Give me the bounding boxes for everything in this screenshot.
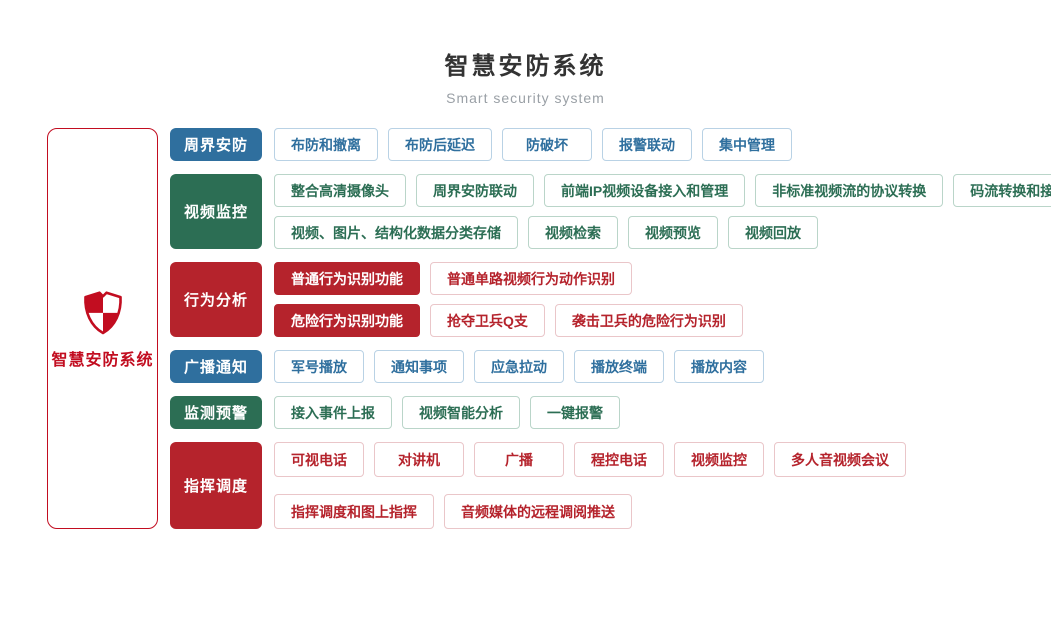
chip-row: 视频、图片、结构化数据分类存储视频检索视频预览视频回放 — [274, 216, 1051, 249]
feature-chip: 危险行为识别功能 — [274, 304, 420, 337]
feature-chip: 防破坏 — [502, 128, 592, 161]
category-label-monitoring-warning: 监测预警 — [170, 396, 262, 429]
chip-rows-command-dispatch: 可视电话对讲机广播程控电话视频监控多人音视频会议指挥调度和图上指挥音频媒体的远程… — [274, 442, 906, 529]
feature-chip: 周界安防联动 — [416, 174, 534, 207]
chip-row: 军号播放通知事项应急拉动播放终端播放内容 — [274, 350, 764, 383]
feature-chip: 非标准视频流的协议转换 — [755, 174, 944, 207]
chip-rows-broadcast-notification: 军号播放通知事项应急拉动播放终端播放内容 — [274, 350, 764, 383]
feature-chip: 视频检索 — [528, 216, 618, 249]
category-list: 周界安防布防和撤离布防后延迟防破坏报警联动集中管理视频监控整合高清摄像头周界安防… — [170, 128, 1051, 529]
feature-chip: 集中管理 — [702, 128, 792, 161]
feature-chip: 视频、图片、结构化数据分类存储 — [274, 216, 518, 249]
category-label-perimeter-security: 周界安防 — [170, 128, 262, 161]
feature-chip: 袭击卫兵的危险行为识别 — [554, 304, 743, 337]
feature-chip: 视频预览 — [628, 216, 718, 249]
feature-chip: 视频监控 — [674, 442, 764, 477]
chip-row: 布防和撤离布防后延迟防破坏报警联动集中管理 — [274, 128, 792, 161]
chip-row: 接入事件上报视频智能分析一键报警 — [274, 396, 620, 429]
page-header: 智慧安防系统 Smart security system — [0, 0, 1051, 106]
feature-chip: 普通单路视频行为动作识别 — [430, 262, 632, 295]
feature-chip: 多人音视频会议 — [774, 442, 906, 477]
chip-row: 危险行为识别功能抢夺卫兵Q支袭击卫兵的危险行为识别 — [274, 304, 743, 337]
feature-chip: 一键报警 — [530, 396, 620, 429]
category-row-behavior-analysis: 行为分析普通行为识别功能普通单路视频行为动作识别危险行为识别功能抢夺卫兵Q支袭击… — [170, 262, 1051, 337]
feature-chip: 程控电话 — [574, 442, 664, 477]
feature-chip: 前端IP视频设备接入和管理 — [544, 174, 746, 207]
category-label-command-dispatch: 指挥调度 — [170, 442, 262, 529]
category-label-behavior-analysis: 行为分析 — [170, 262, 262, 337]
chip-row: 可视电话对讲机广播程控电话视频监控多人音视频会议 — [274, 442, 906, 477]
feature-chip: 视频回放 — [728, 216, 818, 249]
chip-rows-perimeter-security: 布防和撤离布防后延迟防破坏报警联动集中管理 — [274, 128, 792, 161]
feature-chip: 广播 — [474, 442, 564, 477]
feature-chip: 音频媒体的远程调阅推送 — [444, 494, 632, 529]
chip-row: 整合高清摄像头周界安防联动前端IP视频设备接入和管理非标准视频流的协议转换码流转… — [274, 174, 1051, 207]
feature-chip: 报警联动 — [602, 128, 692, 161]
page-title: 智慧安防系统 — [444, 53, 607, 80]
feature-chip: 可视电话 — [274, 442, 364, 477]
feature-chip: 通知事项 — [374, 350, 464, 383]
category-row-perimeter-security: 周界安防布防和撤离布防后延迟防破坏报警联动集中管理 — [170, 128, 1051, 161]
feature-chip: 整合高清摄像头 — [274, 174, 406, 207]
chip-row: 指挥调度和图上指挥音频媒体的远程调阅推送 — [274, 494, 906, 529]
feature-chip: 接入事件上报 — [274, 396, 392, 429]
feature-chip: 对讲机 — [374, 442, 464, 477]
feature-chip: 布防后延迟 — [388, 128, 492, 161]
feature-chip: 布防和撤离 — [274, 128, 378, 161]
chip-row: 普通行为识别功能普通单路视频行为动作识别 — [274, 262, 743, 295]
category-row-command-dispatch: 指挥调度可视电话对讲机广播程控电话视频监控多人音视频会议指挥调度和图上指挥音频媒… — [170, 442, 1051, 529]
category-row-video-surveillance: 视频监控整合高清摄像头周界安防联动前端IP视频设备接入和管理非标准视频流的协议转… — [170, 174, 1051, 249]
category-label-video-surveillance: 视频监控 — [170, 174, 262, 249]
feature-chip: 军号播放 — [274, 350, 364, 383]
root-label: 智慧安防系统 — [51, 351, 154, 369]
feature-chip: 指挥调度和图上指挥 — [274, 494, 434, 529]
root-node: 智慧安防系统 — [47, 128, 158, 529]
category-label-broadcast-notification: 广播通知 — [170, 350, 262, 383]
feature-chip: 视频智能分析 — [402, 396, 520, 429]
feature-chip: 普通行为识别功能 — [274, 262, 420, 295]
chip-rows-behavior-analysis: 普通行为识别功能普通单路视频行为动作识别危险行为识别功能抢夺卫兵Q支袭击卫兵的危… — [274, 262, 743, 337]
category-row-monitoring-warning: 监测预警接入事件上报视频智能分析一键报警 — [170, 396, 1051, 429]
shield-icon — [83, 290, 122, 334]
feature-chip: 码流转换和接口转换 — [953, 174, 1051, 207]
feature-chip: 抢夺卫兵Q支 — [430, 304, 545, 337]
category-row-broadcast-notification: 广播通知军号播放通知事项应急拉动播放终端播放内容 — [170, 350, 1051, 383]
feature-chip: 播放终端 — [574, 350, 664, 383]
feature-chip: 应急拉动 — [474, 350, 564, 383]
diagram: 智慧安防系统 周界安防布防和撤离布防后延迟防破坏报警联动集中管理视频监控整合高清… — [47, 128, 1051, 529]
page-subtitle: Smart security system — [446, 90, 605, 106]
chip-rows-video-surveillance: 整合高清摄像头周界安防联动前端IP视频设备接入和管理非标准视频流的协议转换码流转… — [274, 174, 1051, 249]
feature-chip: 播放内容 — [674, 350, 764, 383]
chip-rows-monitoring-warning: 接入事件上报视频智能分析一键报警 — [274, 396, 620, 429]
